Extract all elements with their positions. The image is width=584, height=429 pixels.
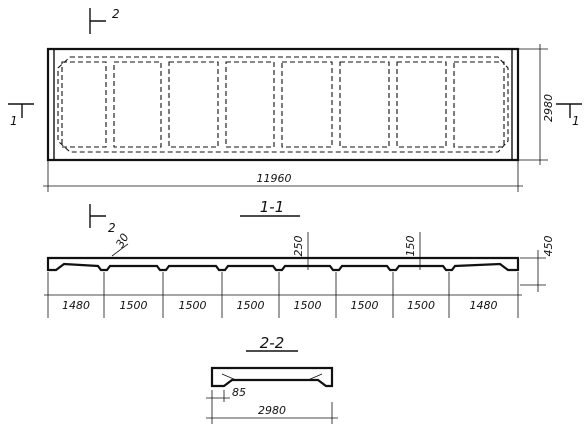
slab-outline <box>46 47 520 162</box>
section-2-caption: 2-2 <box>260 334 285 352</box>
section-2-profile <box>210 366 334 388</box>
section-marker-top-label: 2 <box>112 7 120 21</box>
dim-85-lines <box>206 390 230 402</box>
section-1-1: 2 30 250 150 450 1480 1500 1500 1500 1500 150… <box>44 204 555 318</box>
length-dimension-label: 11960 <box>257 172 292 185</box>
section-marker-left-label: 1 <box>10 114 18 128</box>
rib-leader <box>111 243 129 257</box>
section-1-marker-label: 2 <box>108 221 116 235</box>
perimeter-rib-dashed <box>57 56 509 153</box>
span-label: 1480 <box>62 299 90 312</box>
plan-cell <box>281 61 333 148</box>
width-dimension-lines <box>518 44 548 165</box>
length-dimension-lines <box>43 160 523 192</box>
plan-cell <box>225 61 275 148</box>
section-2-width-label: 2980 <box>258 404 286 417</box>
section-marker-right-label: 1 <box>572 114 580 128</box>
section-marker-top-line <box>89 8 106 34</box>
dim-85-label: 85 <box>232 386 246 399</box>
plan-cell <box>396 61 447 148</box>
dim-250-label: 250 <box>292 236 305 257</box>
section-1-marker-line <box>89 204 106 228</box>
height-dimension-lines <box>520 250 546 292</box>
section-2-2: 85 2980 <box>206 366 338 424</box>
width-dimension-label: 2980 <box>542 94 555 122</box>
section-2-haunches <box>221 373 323 381</box>
span-label: 1500 <box>237 299 265 312</box>
span-dimensions: 1480 1500 1500 1500 1500 1500 1500 1480 <box>47 272 519 318</box>
span-label: 1500 <box>351 299 379 312</box>
slab-end-ribs <box>53 49 513 160</box>
plan-cell <box>113 61 162 148</box>
plan-view: 2980 11960 1 1 2 <box>8 7 582 192</box>
span-label: 1500 <box>294 299 322 312</box>
rib-label: 30 <box>113 231 131 250</box>
plan-cell <box>339 61 390 148</box>
span-label: 1500 <box>407 299 435 312</box>
dim-150-label: 150 <box>404 236 417 257</box>
section-marker-left-line <box>8 103 34 118</box>
span-label: 1500 <box>120 299 148 312</box>
section-2-width-lines <box>206 402 338 424</box>
plan-cell <box>168 61 219 148</box>
plan-cell <box>453 61 505 148</box>
plan-cells <box>61 61 505 148</box>
section-1-profile <box>46 256 520 272</box>
span-label: 1500 <box>179 299 207 312</box>
section-1-caption: 1-1 <box>260 198 285 216</box>
section-marker-right-line <box>556 103 582 118</box>
span-label: 1480 <box>470 299 498 312</box>
height-dimension-label: 450 <box>542 236 555 257</box>
plan-cell <box>61 61 107 148</box>
